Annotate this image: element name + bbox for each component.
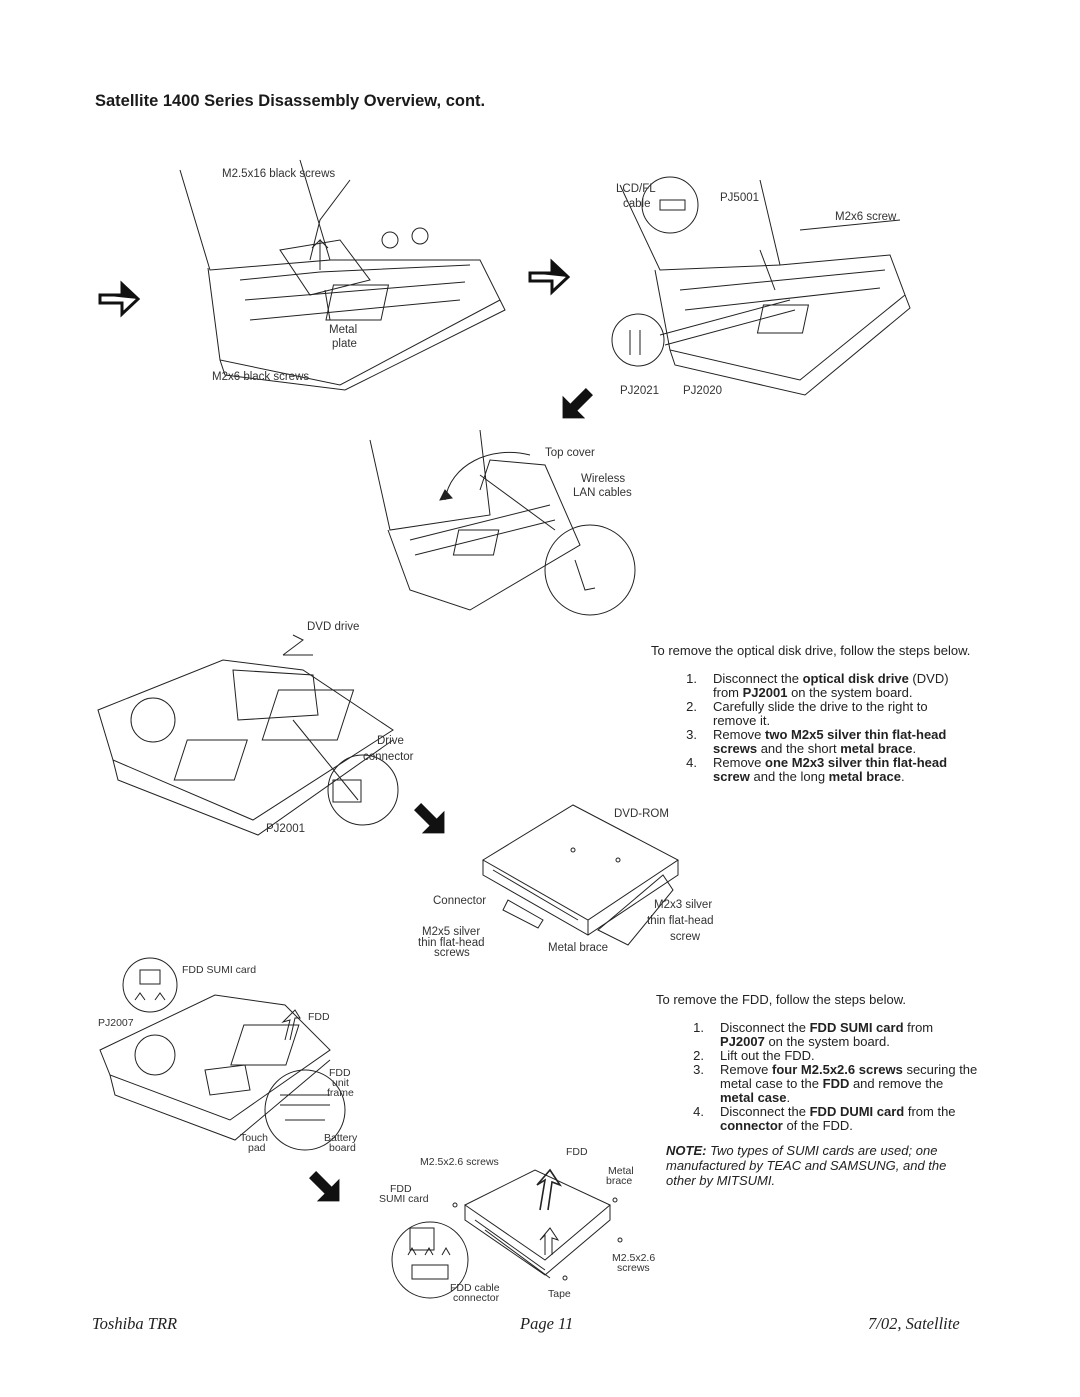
fdd-label: FDD xyxy=(308,1011,330,1023)
dvd-instructions: To remove the optical disk drive, follow… xyxy=(651,643,971,784)
drive-connector-label: Drive xyxy=(377,735,404,747)
m2x5-screw-label: M2x5 silver xyxy=(422,926,481,938)
battery-board-label: Battery xyxy=(324,1132,358,1144)
screws-label: screws xyxy=(617,1262,650,1274)
fdd-instructions: To remove the FDD, follow the steps belo… xyxy=(656,992,978,1188)
m2x3-screw-label: screw xyxy=(670,931,701,943)
plate-label: Metal xyxy=(329,324,358,336)
arrow-down-right-icon xyxy=(309,1171,340,1202)
wireless-label: Wireless xyxy=(581,473,626,485)
dvd-rom-label: DVD-ROM xyxy=(614,808,669,820)
screws-label: M2.5x2.6 xyxy=(612,1252,656,1264)
pj2020-label: PJ2020 xyxy=(683,385,723,397)
fdd-step: 1.Disconnect the FDD SUMI card from PJ20… xyxy=(693,1020,934,1049)
footer-right: 7/02, Satellite xyxy=(868,1314,960,1333)
fdd-sumi-card-label: FDD xyxy=(390,1183,412,1195)
tape-label: Tape xyxy=(548,1288,571,1300)
arrow-right-icon xyxy=(528,258,571,296)
drive-connector-label: connector xyxy=(363,751,414,763)
arrow-down-left-icon xyxy=(562,388,593,419)
fdd-sumi-card-label: SUMI card xyxy=(379,1193,429,1205)
screws-label: M2.5x16 black screws xyxy=(222,168,336,180)
pj5001-label: PJ5001 xyxy=(720,192,760,204)
dvd-drive-base-illustration xyxy=(93,630,403,840)
metal-brace-label: brace xyxy=(606,1175,633,1187)
arrow-down-right-icon xyxy=(414,803,445,834)
lcd-cable-label: cable xyxy=(623,198,651,210)
plate-label: plate xyxy=(332,338,357,350)
dvd-step: 2.Carefully slide the drive to the right… xyxy=(686,699,928,728)
fdd-unit-frame-label: FDD xyxy=(329,1067,351,1079)
screws-label: M2.5x2.6 screws xyxy=(420,1156,499,1168)
page-title: Satellite 1400 Series Disassembly Overvi… xyxy=(95,92,486,110)
lcd-cable-label: LCD/FL xyxy=(616,183,656,195)
dvd-rom-illustration xyxy=(478,800,693,948)
fdd-step: 4.Disconnect the FDD DUMI card from the … xyxy=(693,1104,956,1133)
pj2007-label: PJ2007 xyxy=(98,1017,134,1029)
note: NOTE: Two types of SUMI cards are used; … xyxy=(666,1143,947,1188)
dvd-intro: To remove the optical disk drive, follow… xyxy=(651,643,971,658)
dvd-drive-label: DVD drive xyxy=(307,621,360,633)
page-number: Page 11 xyxy=(520,1314,574,1333)
m2x3-screw-label: thin flat-head xyxy=(647,915,714,927)
m2x5-screw-label: screws xyxy=(434,947,470,959)
fdd-step: 2.Lift out the FDD. xyxy=(693,1048,815,1063)
fdd-sumi-card-label: FDD SUMI card xyxy=(182,964,257,976)
pj2021-label: PJ2021 xyxy=(620,385,660,397)
footer-left: Toshiba TRR xyxy=(92,1314,178,1333)
fdd-exploded-illustration xyxy=(380,1160,640,1300)
battery-board-label: board xyxy=(329,1142,356,1154)
metal-brace-label: Metal brace xyxy=(548,942,609,954)
wireless-label: LAN cables xyxy=(573,487,632,499)
m2x5-screw-label: thin flat-head xyxy=(418,937,485,949)
fdd-unit-frame-label: frame xyxy=(327,1087,354,1099)
m2x6-screw-label: M2x6 screw xyxy=(835,211,897,223)
arrow-right-icon xyxy=(98,280,141,318)
laptop-lcd-cable-illustration xyxy=(600,180,910,395)
fdd-cable-connector-label: connector xyxy=(453,1292,500,1304)
m2x3-screw-label: M2x3 silver xyxy=(654,899,713,911)
dvd-step: 1.Disconnect the optical disk drive (DVD… xyxy=(686,671,949,700)
fdd-intro: To remove the FDD, follow the steps belo… xyxy=(656,992,907,1007)
fdd-cable-connector-label: FDD cable xyxy=(450,1282,500,1294)
fdd-step: 3.Remove four M2.5x2.6 screws securing t… xyxy=(693,1062,978,1105)
pj2001-label: PJ2001 xyxy=(266,823,306,835)
screws-label: M2x6 black screws xyxy=(212,371,310,383)
laptop-top-cover-illustration xyxy=(360,430,635,615)
touch-pad-label: Touch xyxy=(240,1132,269,1144)
laptop-metal-plate-illustration xyxy=(180,160,510,390)
metal-brace-label: Metal xyxy=(608,1165,634,1177)
touch-pad-label: pad xyxy=(248,1142,266,1154)
dvd-step: 3.Remove two M2x5 silver thin flat-head … xyxy=(686,727,947,756)
connector-label: Connector xyxy=(433,895,487,907)
top-cover-label: Top cover xyxy=(545,447,595,459)
fdd-label: FDD xyxy=(566,1146,588,1158)
fdd-base-illustration xyxy=(95,960,365,1165)
fdd-unit-frame-label: unit xyxy=(332,1077,349,1089)
dvd-step: 4.Remove one M2x3 silver thin flat-head … xyxy=(686,755,948,784)
